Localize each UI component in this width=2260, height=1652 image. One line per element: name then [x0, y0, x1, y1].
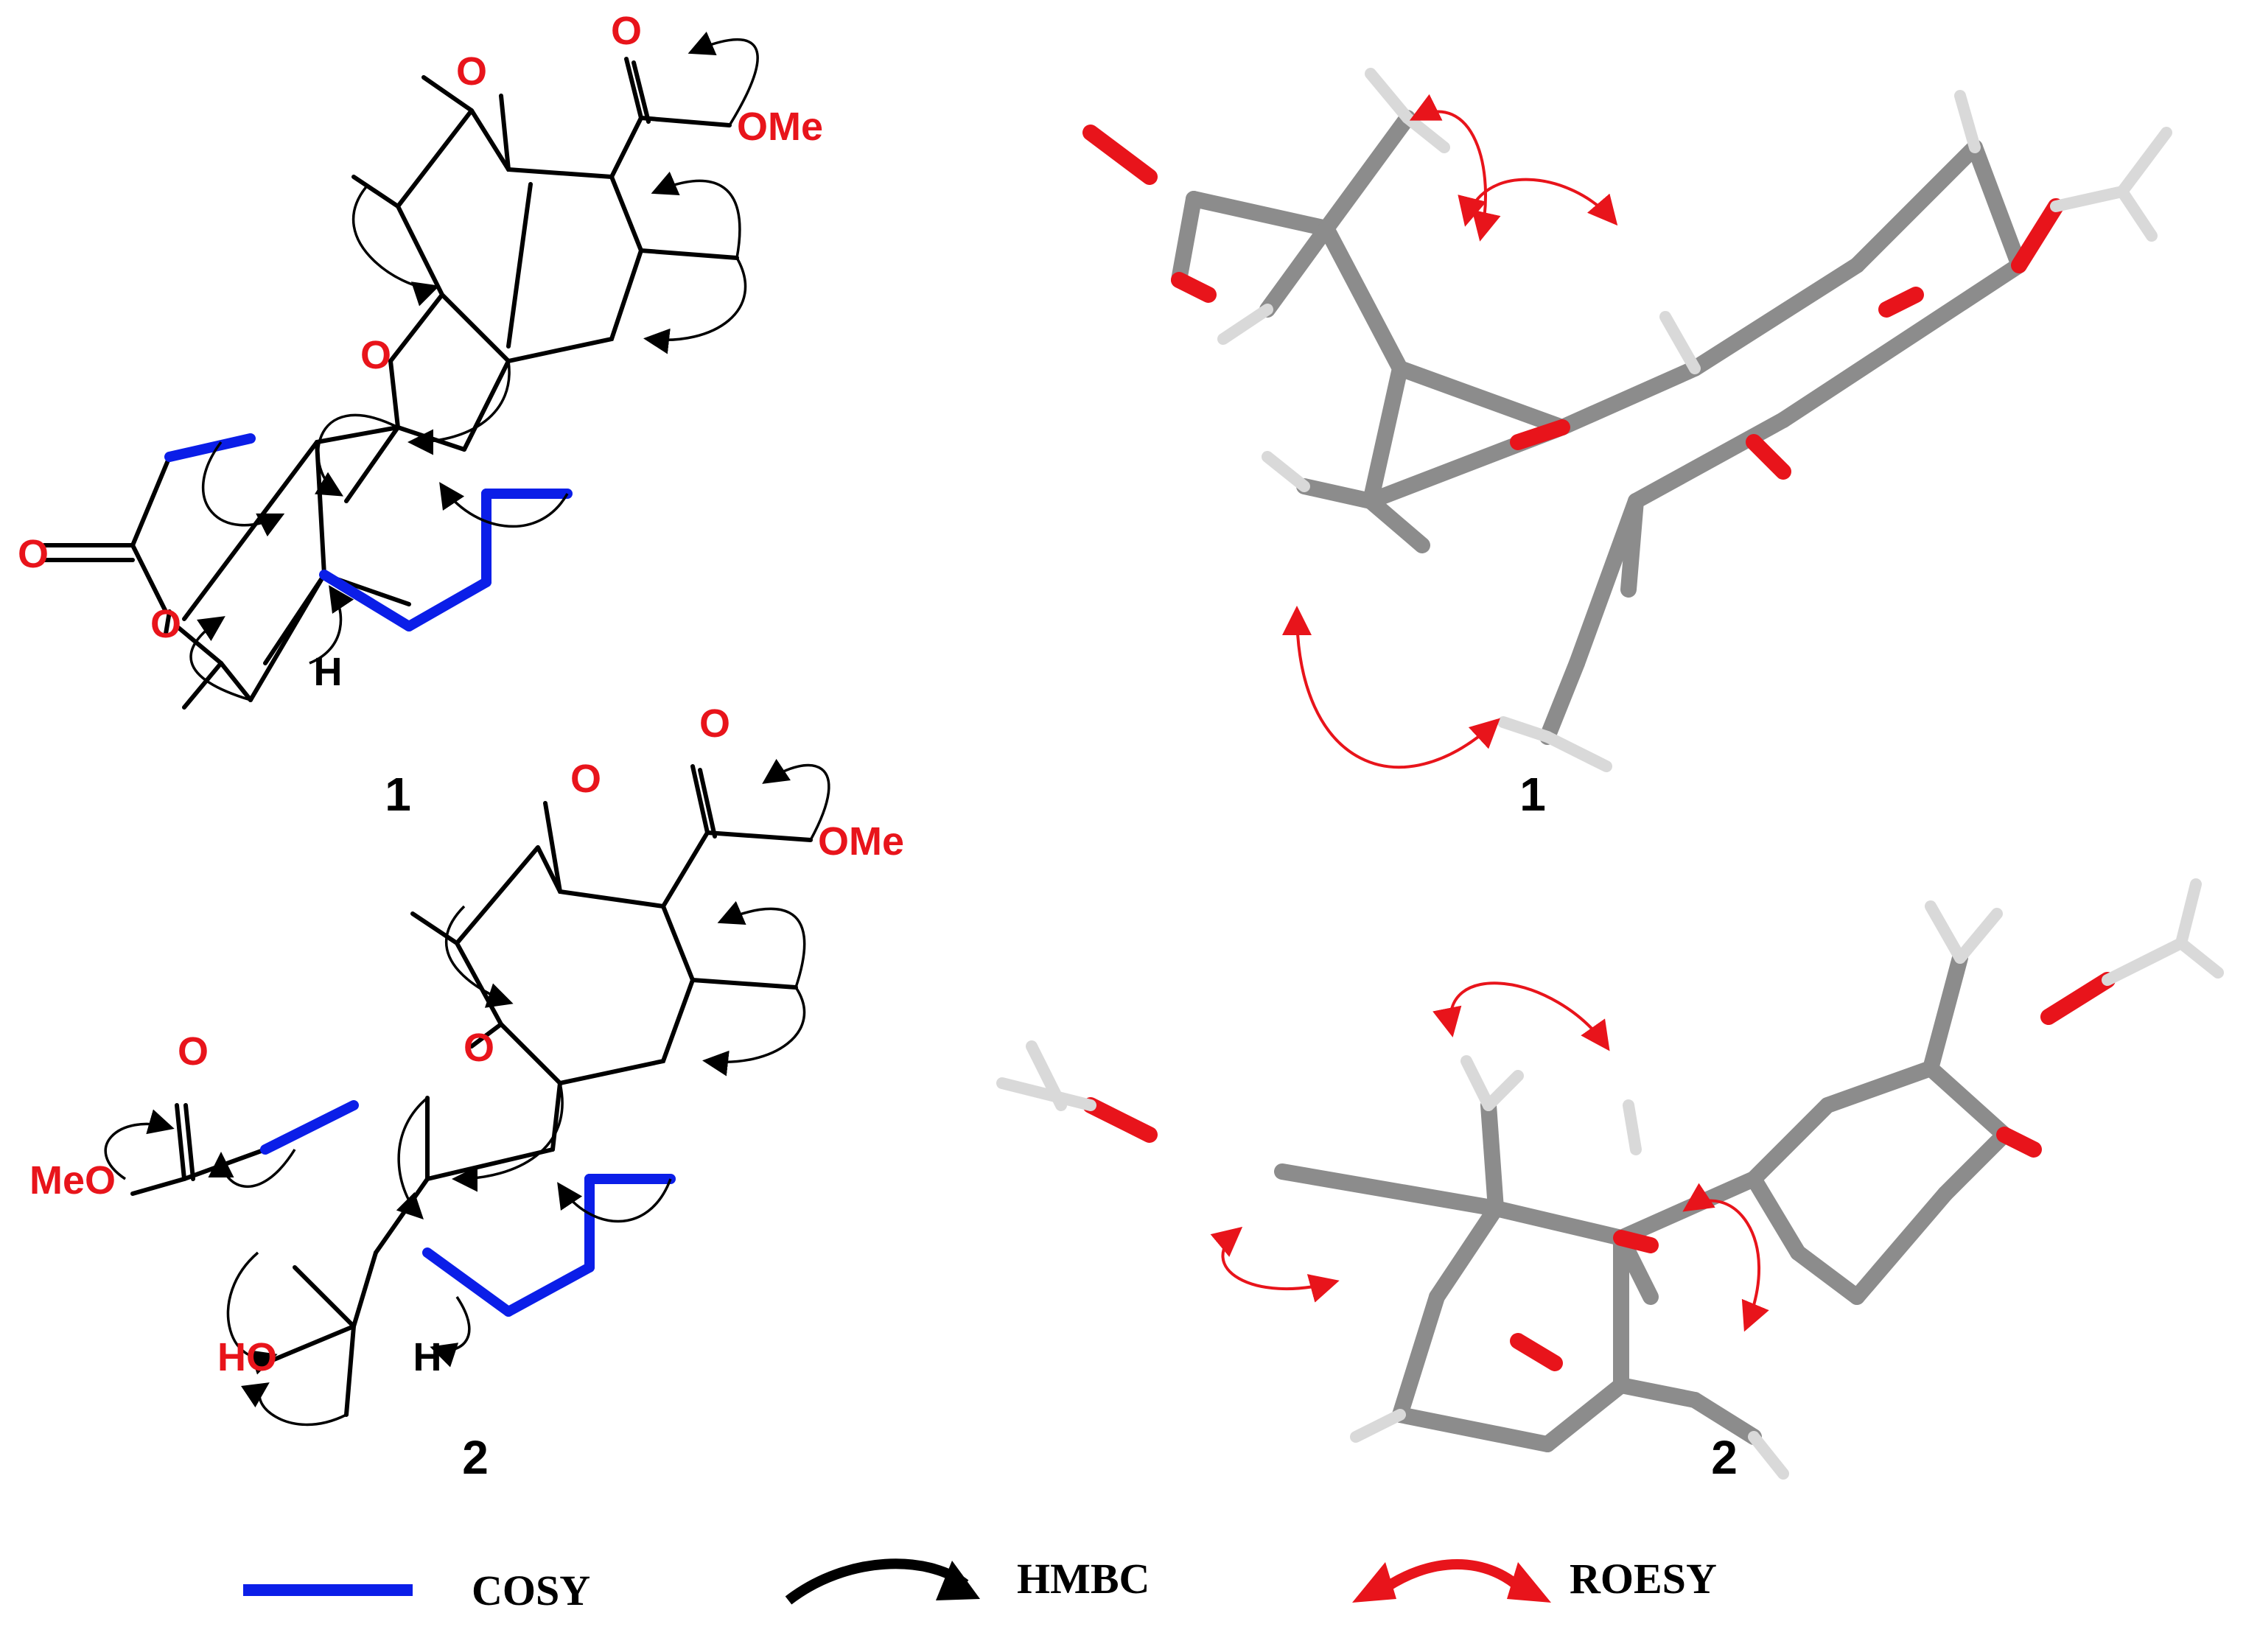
model-1-hetero-sticks	[1082, 125, 2064, 480]
c1-ome: OMe	[737, 105, 823, 149]
c1-lactone-ring-o: O	[150, 602, 181, 646]
compound-2-cosy	[260, 1100, 676, 1317]
legend-cosy: COSY	[243, 1567, 590, 1614]
c2-ester-o: O	[699, 701, 730, 746]
model-1-sticks	[1171, 110, 2027, 745]
compound-1-cosy	[164, 433, 573, 631]
legend-cosy-label: COSY	[472, 1567, 590, 1614]
c1-ester-o: O	[611, 9, 642, 53]
model-1-roesy	[1282, 94, 1618, 769]
legend-hmbc: HMBC	[785, 1555, 1150, 1605]
model-1-3d: 1	[1082, 68, 2172, 821]
compound-1-structure: O O OMe O O O H 1	[18, 9, 823, 821]
legend-roesy-label: ROESY	[1570, 1555, 1717, 1603]
compound-2-atoms: O O OMe O O MeO HO H	[29, 701, 904, 1379]
model-2-roesy	[1210, 981, 1769, 1332]
compound-1-label: 1	[385, 768, 411, 821]
compound-2-structure: O O OMe O O MeO HO H 2	[29, 701, 904, 1484]
compound-2-hmbc	[104, 758, 830, 1427]
legend-roesy: ROESY	[1352, 1555, 1717, 1603]
c2-ho: HO	[217, 1335, 277, 1379]
compound-2-skeleton	[130, 764, 813, 1417]
c2-ome: OMe	[818, 819, 904, 864]
model-2-label: 2	[1711, 1431, 1738, 1484]
c1-lactone-carbonyl-o: O	[18, 532, 49, 576]
c2-furan-o: O	[463, 1026, 494, 1070]
model-2-hetero-sticks	[1082, 972, 2116, 1371]
double-arrow-icon	[1374, 1559, 1530, 1597]
c2-ketone-o: O	[570, 757, 601, 801]
compound-1-hmbc	[189, 31, 759, 701]
c1-furan-o: O	[360, 333, 391, 377]
compound-2-label: 2	[462, 1431, 489, 1484]
model-1-label: 1	[1519, 768, 1546, 821]
compound-1-atoms: O O OMe O O O H	[18, 9, 823, 694]
c1-ketone-o: O	[456, 49, 487, 94]
c1-h: H	[314, 650, 343, 694]
legend: COSY HMBC ROESY	[243, 1555, 1717, 1614]
legend-hmbc-label: HMBC	[1017, 1555, 1150, 1603]
c2-meo: MeO	[29, 1158, 116, 1203]
model-2-h-sticks	[996, 878, 2224, 1480]
model-2-sticks	[1274, 950, 2012, 1452]
model-2-3d: 2	[996, 878, 2224, 1484]
c2-h: H	[413, 1335, 442, 1379]
c2-side-chain-o: O	[178, 1029, 209, 1074]
